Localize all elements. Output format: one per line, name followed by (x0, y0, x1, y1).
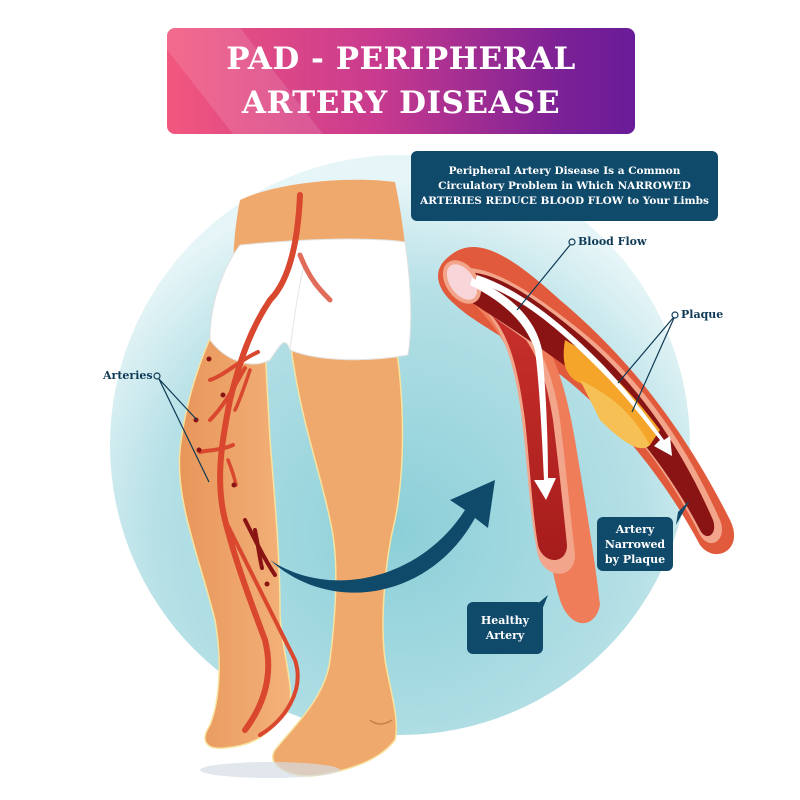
label-blood-flow: Blood Flow (578, 235, 647, 248)
title-line-2: ARTERY DISEASE (241, 85, 561, 121)
callout-narrowed-text: Artery Narrowed by Plaque (604, 522, 666, 566)
info-box-text: Peripheral Artery Disease Is a Common Ci… (420, 164, 709, 207)
title-line-1: PAD - PERIPHERAL (226, 41, 576, 77)
callout-narrowed-artery: Artery Narrowed by Plaque (597, 517, 673, 571)
label-arteries: Arteries (103, 369, 153, 382)
blood-flow-arrow-healthy (470, 278, 556, 500)
artery-cross-section (438, 247, 735, 624)
leg-arteries (198, 192, 333, 737)
label-plaque: Plaque (681, 308, 724, 321)
zoom-arrow (270, 480, 495, 593)
title-banner: PAD - PERIPHERAL ARTERY DISEASE (167, 28, 635, 134)
plaque-deposit (563, 340, 660, 445)
callout-healthy-text: Healthy Artery (480, 614, 530, 642)
shorts-illustration (209, 238, 412, 365)
callout-healthy-artery: Healthy Artery (467, 602, 543, 654)
leader-lines (153, 238, 679, 483)
info-box: Peripheral Artery Disease Is a Common Ci… (411, 151, 718, 221)
